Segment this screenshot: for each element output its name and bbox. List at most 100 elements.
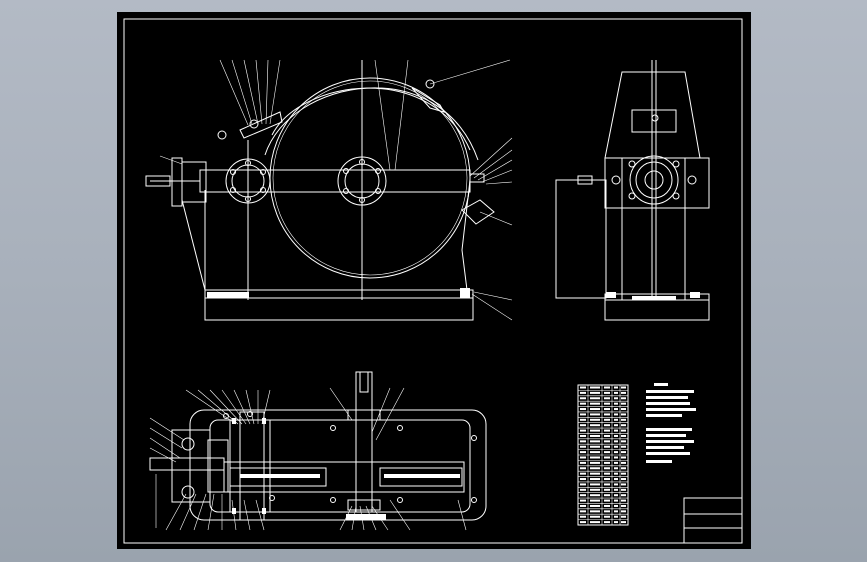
table-cell-mark <box>580 456 586 459</box>
table-cell-mark <box>580 515 586 518</box>
table-cell-mark <box>590 494 600 497</box>
table-cell-mark <box>580 391 586 394</box>
table-cell-mark <box>614 391 618 394</box>
table-cell-mark <box>604 397 610 400</box>
table-cell-mark <box>590 456 600 459</box>
table-cell-mark <box>621 451 626 454</box>
table-cell-mark <box>590 488 600 491</box>
table-cell-mark <box>580 408 586 411</box>
drawing-viewport[interactable] <box>117 12 751 549</box>
table-cell-mark <box>590 510 600 513</box>
table-cell-mark <box>621 494 626 497</box>
table-cell-mark <box>604 445 610 448</box>
table-cell-mark <box>614 456 618 459</box>
table-cell-mark <box>621 397 626 400</box>
table-cell-mark <box>621 499 626 502</box>
table-cell-mark <box>604 402 610 405</box>
table-cell-mark <box>614 499 618 502</box>
table-cell-mark <box>621 478 626 481</box>
table-cell-mark <box>580 478 586 481</box>
table-cell-mark <box>604 488 610 491</box>
table-cell-mark <box>590 429 600 432</box>
table-cell-mark <box>580 521 586 524</box>
table-cell-mark <box>604 418 610 421</box>
table-cell-mark <box>614 451 618 454</box>
parts-list-table <box>577 384 629 526</box>
table-cell-mark <box>604 515 610 518</box>
table-cell-mark <box>614 478 618 481</box>
table-cell-mark <box>604 494 610 497</box>
table-cell-mark <box>621 521 626 524</box>
table-cell-mark <box>604 521 610 524</box>
table-cell-mark <box>621 434 626 437</box>
table-cell-mark <box>590 515 600 518</box>
table-cell-mark <box>614 397 618 400</box>
table-cell-mark <box>580 397 586 400</box>
table-cell-mark <box>580 510 586 513</box>
table-cell-mark <box>604 504 610 507</box>
table-cell-mark <box>580 461 586 464</box>
table-cell-mark <box>621 472 626 475</box>
table-cell-mark <box>614 515 618 518</box>
table-cell-mark <box>621 461 626 464</box>
table-cell-mark <box>590 440 600 443</box>
table-cell-mark <box>580 413 586 416</box>
table-cell-mark <box>621 386 626 389</box>
table-cell-mark <box>614 483 618 486</box>
table-cell-mark <box>604 429 610 432</box>
table-cell-mark <box>590 451 600 454</box>
table-cell-mark <box>580 386 586 389</box>
table-cell-mark <box>590 391 600 394</box>
table-cell-mark <box>590 472 600 475</box>
table-cell-mark <box>614 472 618 475</box>
table-cell-mark <box>621 408 626 411</box>
table-cell-mark <box>590 434 600 437</box>
table-cell-mark <box>621 391 626 394</box>
table-cell-mark <box>604 451 610 454</box>
table-cell-mark <box>614 494 618 497</box>
table-cell-mark <box>590 408 600 411</box>
table-cell-mark <box>590 413 600 416</box>
table-cell-mark <box>590 467 600 470</box>
table-cell-mark <box>580 499 586 502</box>
table-cell-mark <box>621 424 626 427</box>
table-cell-mark <box>621 445 626 448</box>
table-cell-mark <box>590 418 600 421</box>
drawing-border <box>123 18 743 544</box>
table-cell-mark <box>621 504 626 507</box>
title-block <box>683 497 743 544</box>
table-cell-mark <box>621 402 626 405</box>
table-cell-mark <box>604 472 610 475</box>
table-cell-mark <box>614 504 618 507</box>
table-cell-mark <box>580 504 586 507</box>
table-cell-mark <box>580 418 586 421</box>
table-cell-mark <box>604 483 610 486</box>
table-cell-mark <box>604 456 610 459</box>
table-cell-mark <box>614 521 618 524</box>
table-cell-mark <box>604 391 610 394</box>
table-cell-mark <box>614 418 618 421</box>
technical-notes <box>646 383 696 463</box>
table-cell-mark <box>614 467 618 470</box>
table-cell-mark <box>614 424 618 427</box>
table-cell-mark <box>590 499 600 502</box>
table-cell-mark <box>580 424 586 427</box>
front-view <box>145 59 513 321</box>
table-cell-mark <box>614 510 618 513</box>
table-cell-mark <box>604 413 610 416</box>
table-cell-mark <box>580 434 586 437</box>
table-cell-mark <box>590 461 600 464</box>
table-cell-mark <box>621 467 626 470</box>
table-cell-mark <box>621 413 626 416</box>
table-cell-mark <box>590 424 600 427</box>
table-cell-mark <box>590 445 600 448</box>
bolt-holes-right <box>343 159 381 203</box>
table-cell-mark <box>590 478 600 481</box>
table-cell-mark <box>614 408 618 411</box>
table-cell-mark <box>614 488 618 491</box>
table-cell-mark <box>614 402 618 405</box>
table-cell-mark <box>604 424 610 427</box>
table-cell-mark <box>614 434 618 437</box>
table-cell-mark <box>580 472 586 475</box>
table-cell-mark <box>621 488 626 491</box>
